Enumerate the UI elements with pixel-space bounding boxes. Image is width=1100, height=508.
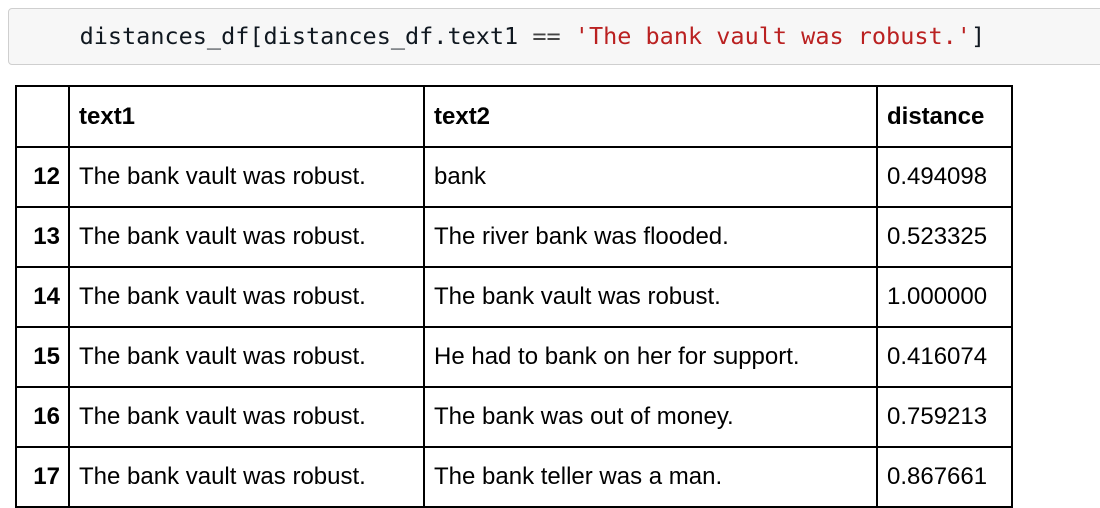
cell-text1: The bank vault was robust. <box>68 326 425 388</box>
code-token-space <box>561 22 575 50</box>
cell-distance: 0.494098 <box>876 146 1013 208</box>
code-source-line[interactable]: distances_df[distances_df.text1 == 'The … <box>23 9 986 64</box>
row-index: 16 <box>15 386 70 448</box>
code-token-equality-operator: == <box>532 21 561 50</box>
cell-distance: 0.523325 <box>876 206 1013 268</box>
cell-text2: He had to bank on her for support. <box>423 326 878 388</box>
column-header-text2: text2 <box>423 85 878 148</box>
column-header-text1: text1 <box>68 85 425 148</box>
cell-text2: The bank vault was robust. <box>423 266 878 328</box>
column-header-distance: distance <box>876 85 1013 148</box>
cell-distance: 0.416074 <box>876 326 1013 388</box>
cell-text2: The bank was out of money. <box>423 386 878 448</box>
table-row: 12 The bank vault was robust. bank 0.494… <box>15 146 1013 208</box>
table-row: 15 The bank vault was robust. He had to … <box>15 326 1013 388</box>
dataframe-table: text1 text2 distance 12 The bank vault w… <box>15 85 1013 508</box>
row-index: 17 <box>15 446 70 508</box>
row-index: 12 <box>15 146 70 208</box>
table-body: 12 The bank vault was robust. bank 0.494… <box>15 146 1013 508</box>
cell-text1: The bank vault was robust. <box>68 386 425 448</box>
code-token-closing-bracket: ] <box>970 21 986 50</box>
cell-distance: 0.867661 <box>876 446 1013 508</box>
cell-text2: bank <box>423 146 878 208</box>
code-token-string-literal: 'The bank vault was robust.' <box>574 21 971 50</box>
column-header-index <box>15 85 70 148</box>
dataframe-output: text1 text2 distance 12 The bank vault w… <box>15 85 1013 508</box>
cell-text1: The bank vault was robust. <box>68 146 425 208</box>
row-index: 14 <box>15 266 70 328</box>
cell-text1: The bank vault was robust. <box>68 206 425 268</box>
code-input-cell[interactable]: distances_df[distances_df.text1 == 'The … <box>8 8 1100 65</box>
cell-text2: The river bank was flooded. <box>423 206 878 268</box>
code-token-expression-start: distances_df[distances_df.text1 <box>79 21 533 50</box>
table-row: 13 The bank vault was robust. The river … <box>15 206 1013 268</box>
row-index: 15 <box>15 326 70 388</box>
cell-text1: The bank vault was robust. <box>68 266 425 328</box>
table-row: 16 The bank vault was robust. The bank w… <box>15 386 1013 448</box>
row-index: 13 <box>15 206 70 268</box>
cell-text2: The bank teller was a man. <box>423 446 878 508</box>
cell-distance: 0.759213 <box>876 386 1013 448</box>
table-row: 17 The bank vault was robust. The bank t… <box>15 446 1013 508</box>
table-header: text1 text2 distance <box>15 85 1013 148</box>
table-row: 14 The bank vault was robust. The bank v… <box>15 266 1013 328</box>
cell-distance: 1.000000 <box>876 266 1013 328</box>
cell-text1: The bank vault was robust. <box>68 446 425 508</box>
header-row: text1 text2 distance <box>15 85 1013 148</box>
